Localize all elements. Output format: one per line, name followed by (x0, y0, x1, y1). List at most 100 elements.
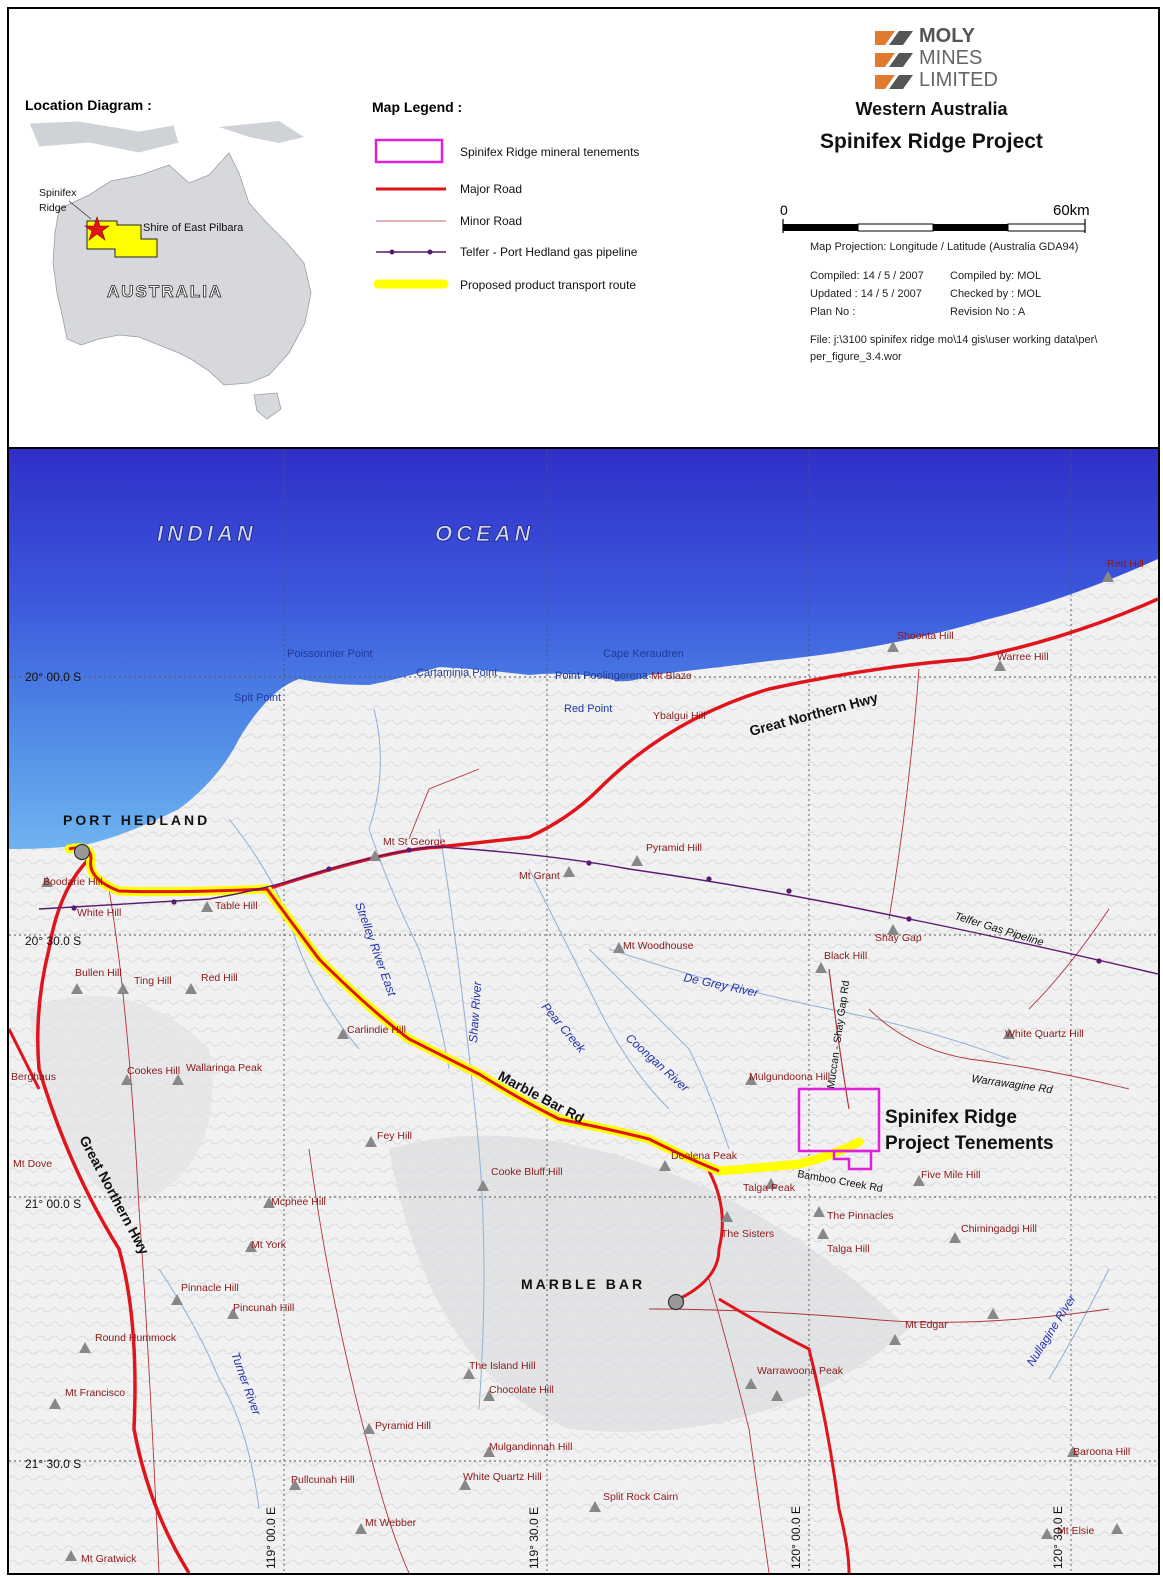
minor-roads (108, 668, 1130, 1573)
marble-bar-marker (667, 1293, 685, 1311)
svg-text:Pyramid Hill: Pyramid Hill (646, 842, 702, 854)
compiled-date: Compiled: 14 / 5 / 2007 (810, 270, 924, 282)
svg-text:White Quartz Hill: White Quartz Hill (1005, 1028, 1084, 1040)
legend-item-minor-road: Minor Road (460, 214, 523, 228)
gas-pipeline (38, 846, 1158, 975)
port-hedland-marker (73, 843, 91, 861)
svg-text:Five Mile Hill: Five Mile Hill (921, 1169, 981, 1181)
svg-text:120° 30.0 E: 120° 30.0 E (1051, 1506, 1065, 1569)
svg-text:20° 30.0 S: 20° 30.0 S (25, 934, 81, 948)
svg-text:Mt Gratwick: Mt Gratwick (81, 1553, 137, 1565)
svg-text:Mulgandinnah Hill: Mulgandinnah Hill (489, 1441, 572, 1453)
projection-text: Map Projection: Longitude / Latitude (Au… (810, 241, 1079, 253)
svg-text:Mt Grant: Mt Grant (519, 870, 560, 882)
svg-text:Doolena Peak: Doolena Peak (671, 1150, 738, 1162)
revision-no: Revision No : A (950, 306, 1026, 318)
svg-text:119° 00.0 E: 119° 00.0 E (264, 1507, 278, 1569)
svg-text:Mt Edgar: Mt Edgar (905, 1319, 948, 1331)
svg-text:Chimingadgi Hill: Chimingadgi Hill (961, 1223, 1037, 1235)
scale-start: 0 (780, 202, 788, 218)
svg-text:Pyramid Hill: Pyramid Hill (375, 1420, 431, 1432)
file-path-line-2: per_figure_3.4.wor (810, 351, 902, 363)
svg-text:Carlindie Hill: Carlindie Hill (347, 1024, 406, 1036)
svg-text:Talga Peak: Talga Peak (743, 1182, 796, 1194)
file-path-line-1: File: j:\3100 spinifex ridge mo\14 gis\u… (810, 334, 1098, 346)
svg-text:Mt York: Mt York (251, 1239, 287, 1251)
legend-symbols (374, 138, 449, 289)
svg-text:Split Rock Cairn: Split Rock Cairn (603, 1491, 678, 1503)
svg-text:Round Hummock: Round Hummock (95, 1332, 177, 1344)
svg-text:Shoonta Hill: Shoonta Hill (897, 630, 954, 642)
svg-text:Pincunah Hill: Pincunah Hill (233, 1302, 294, 1314)
svg-text:Mt Blaze: Mt Blaze (651, 670, 692, 682)
country-label: AUSTRALIA (107, 282, 223, 301)
svg-text:Mcphee Hill: Mcphee Hill (271, 1196, 326, 1208)
checked-by: Checked by : MOL (950, 288, 1042, 300)
tenement-symbol (374, 138, 444, 164)
svg-text:Red Hill: Red Hill (201, 972, 238, 984)
region-title: Western Australia (855, 99, 1008, 119)
project-title: Spinifex Ridge Project (820, 130, 1043, 153)
svg-text:Mt Elsie: Mt Elsie (1057, 1525, 1095, 1537)
svg-text:Mulgundoona Hill: Mulgundoona Hill (749, 1071, 830, 1083)
svg-text:Chocolate Hill: Chocolate Hill (489, 1384, 554, 1396)
svg-text:120° 00.0 E: 120° 00.0 E (789, 1506, 803, 1569)
svg-text:Bullen Hill: Bullen Hill (75, 967, 122, 979)
svg-text:Mt Dove: Mt Dove (13, 1158, 52, 1170)
svg-text:The Pinnacles: The Pinnacles (827, 1210, 894, 1222)
svg-text:Point Poolingerena: Point Poolingerena (555, 670, 649, 682)
compiled-by: Compiled by: MOL (950, 270, 1042, 282)
svg-text:Pullcunah Hill: Pullcunah Hill (291, 1474, 355, 1486)
svg-text:Cartaminia Point: Cartaminia Point (416, 667, 497, 679)
svg-text:Mt Webber: Mt Webber (365, 1517, 417, 1529)
legend-item-pipeline: Telfer - Port Hedland gas pipeline (460, 245, 638, 259)
svg-text:Pinnacle Hill: Pinnacle Hill (181, 1282, 239, 1294)
svg-text:The Sisters: The Sisters (721, 1228, 774, 1240)
location-diagram: Spinifex Ridge Shire of East Pilbara AUS… (28, 120, 312, 420)
rivers (158, 708, 1110, 1510)
svg-text:Fey Hill: Fey Hill (377, 1130, 412, 1142)
river-label-shaw: Shaw River (466, 980, 484, 1043)
legend-item-tenements: Spinifex Ridge mineral tenements (460, 145, 640, 159)
svg-text:Poissonnier Point: Poissonnier Point (287, 648, 373, 660)
graticule (9, 449, 1158, 1573)
town-marble-bar: MARBLE BAR (521, 1276, 645, 1292)
scale-end: 60km (1053, 202, 1090, 219)
logo-line-3: LIMITED (919, 69, 998, 91)
svg-text:21° 30.0 S: 21° 30.0 S (25, 1457, 81, 1471)
legend-title: Map Legend : (372, 99, 463, 115)
svg-text:Warrawoona Peak: Warrawoona Peak (757, 1365, 844, 1377)
svg-text:Shay Gap: Shay Gap (875, 932, 922, 944)
svg-text:Cooke Bluff Hill: Cooke Bluff Hill (491, 1166, 563, 1178)
map-header: Location Diagram : Spinifex Ridge Shire … (9, 9, 1158, 449)
coastal-labels: Poissonnier Point Cape Keraudren Cartami… (234, 648, 706, 722)
town-port-hedland: PORT HEDLAND (63, 812, 210, 828)
ridge-label-2: Ridge (39, 202, 67, 214)
svg-text:Cookes Hill: Cookes Hill (127, 1065, 180, 1077)
svg-text:Cape Keraudren: Cape Keraudren (603, 648, 684, 660)
pipeline-markers (71, 847, 1102, 964)
svg-text:Ting Hill: Ting Hill (134, 975, 172, 987)
svg-text:Berghaus: Berghaus (11, 1071, 56, 1083)
location-diagram-title: Location Diagram : (25, 97, 152, 113)
main-map: PORT HEDLAND MARBLE BAR INDIAN OCEAN Spi… (9, 449, 1158, 1573)
svg-text:White Quartz Hill: White Quartz Hill (463, 1471, 542, 1483)
ocean (9, 449, 1158, 849)
svg-text:Warree Hill: Warree Hill (997, 651, 1049, 663)
legend-item-major-road: Major Road (460, 182, 523, 196)
grid-labels: 20° 00.0 S 20° 30.0 S 21° 00.0 S 21° 30.… (25, 670, 1065, 1569)
scale-bar (782, 219, 1086, 233)
tenement-label-1: Spinifex Ridge (885, 1107, 1017, 1128)
marble-bar-rd (68, 846, 720, 1173)
updated-date: Updated : 14 / 5 / 2007 (810, 288, 922, 300)
svg-text:White Hill: White Hill (77, 907, 121, 919)
logo-line-2: MINES (919, 47, 983, 69)
svg-text:Mt Woodhouse: Mt Woodhouse (623, 940, 694, 952)
svg-text:Mt St George: Mt St George (383, 836, 446, 848)
svg-text:Spit Point: Spit Point (234, 692, 281, 704)
svg-text:Black Hill: Black Hill (824, 950, 867, 962)
tenement-label-2: Project Tenements (885, 1133, 1054, 1154)
map-figure: Location Diagram : Spinifex Ridge Shire … (7, 7, 1160, 1575)
svg-text:20° 00.0 S: 20° 00.0 S (25, 670, 81, 684)
svg-text:Wallaringa Peak: Wallaringa Peak (186, 1062, 263, 1074)
